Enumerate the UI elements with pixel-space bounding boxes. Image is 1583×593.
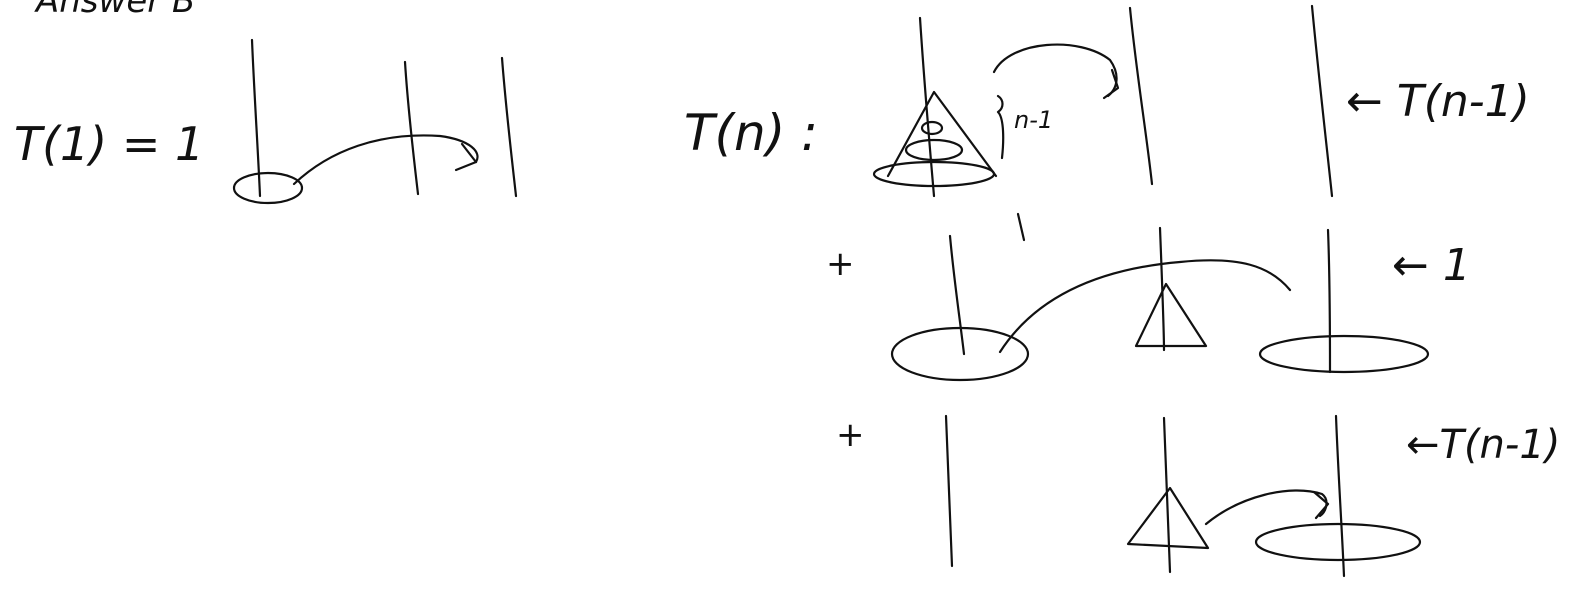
brace — [996, 94, 1005, 160]
stack-triangle — [1126, 486, 1210, 550]
disk-small — [920, 120, 944, 136]
step3-cost: ←T(n-1) — [1406, 422, 1560, 468]
disk-medium — [904, 138, 964, 162]
arrow-head — [1102, 68, 1120, 100]
step2-sign: + — [826, 244, 855, 284]
heading-text: Answer B — [34, 0, 195, 21]
disk — [232, 171, 304, 205]
move-arrow — [1204, 489, 1328, 526]
step3-sign: + — [836, 415, 865, 455]
disk-large — [872, 160, 996, 188]
disk-large-moved — [1258, 334, 1430, 374]
arrow-head — [1312, 490, 1330, 520]
peg-aux — [1128, 6, 1154, 186]
move-arrow — [992, 43, 1118, 98]
peg-source — [250, 38, 262, 198]
peg-aux — [1158, 226, 1166, 352]
peg-source — [948, 234, 966, 356]
base-case-pegs — [250, 38, 518, 198]
stray-mark — [1016, 212, 1026, 242]
disk-large — [1254, 522, 1422, 562]
stack-triangle — [1134, 282, 1208, 348]
move-arrow — [292, 134, 479, 186]
peg-target — [1310, 4, 1334, 198]
step1-pegs — [918, 4, 1334, 198]
stack-label: n-1 — [1014, 106, 1053, 134]
arrow-head — [454, 142, 478, 172]
step2-pegs — [948, 226, 1332, 374]
step3-pegs — [944, 414, 1346, 578]
stack-triangle — [886, 90, 998, 178]
move-arrow — [998, 259, 1292, 354]
step1-cost: ← T(n-1) — [1346, 76, 1530, 127]
peg-aux — [403, 60, 420, 196]
peg-source — [918, 16, 936, 198]
disk-large — [890, 326, 1030, 382]
disk-stack — [872, 90, 998, 188]
peg-aux — [1162, 416, 1172, 574]
recurrence-lhs: T(n) : — [684, 104, 818, 162]
base-case-equation: T(1) = 1 — [14, 117, 204, 171]
peg-target — [1334, 414, 1346, 578]
peg-source — [944, 414, 954, 568]
peg-target — [500, 56, 518, 198]
peg-target — [1326, 228, 1332, 374]
step2-cost: ← 1 — [1392, 240, 1471, 291]
